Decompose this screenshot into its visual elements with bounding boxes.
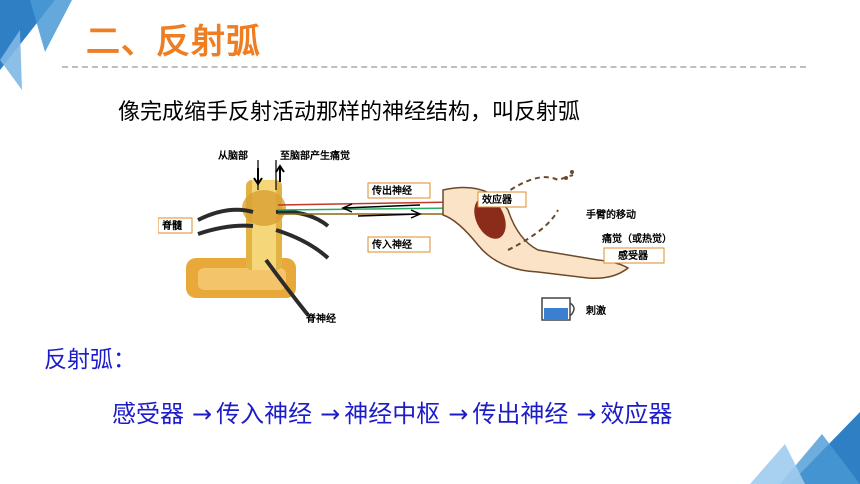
label-receptor-type: 痛觉（或热觉） xyxy=(601,232,672,245)
definition-text: 像完成缩手反射活动那样的神经结构，叫反射弧 xyxy=(118,100,581,125)
chain-effector: 效应器 xyxy=(600,400,673,428)
label-from-brain: 从脑部 xyxy=(218,150,248,162)
arm-illustration xyxy=(442,170,630,280)
label-arm-movement: 手臂的移动 xyxy=(586,208,636,221)
corner-decoration-bottom-right xyxy=(750,412,860,484)
reflex-arc-diagram: 从脑部 至脑部产生痛觉 脊髓 传出神经 传入神经 效应器 手臂的移动 痛觉（或热… xyxy=(157,149,718,325)
chain-arrow: → xyxy=(448,400,469,428)
title-divider xyxy=(62,66,806,68)
label-effector: 效应器 xyxy=(482,193,513,206)
chain-arrow: → xyxy=(320,400,341,428)
chain-efferent-nerve: 传出神经 xyxy=(472,400,569,428)
label-spinal-nerve: 脊神经 xyxy=(305,312,336,325)
label-stimulus: 刺激 xyxy=(585,304,606,317)
chain-receptor: 感受器 xyxy=(112,400,184,428)
slide-title: 二、反射弧 xyxy=(86,22,261,62)
label-spinal-cord: 脊髓 xyxy=(161,219,183,232)
label-to-brain: 至脑部产生痛觉 xyxy=(280,150,350,162)
chain-nerve-center: 神经中枢 xyxy=(344,400,441,428)
reflex-arc-heading: 反射弧： xyxy=(44,347,136,373)
reflex-arc-chain: 感受器→传入神经→神经中枢→传出神经→效应器 xyxy=(112,394,672,429)
corner-decoration-top-left xyxy=(0,0,72,90)
hot-water-cup xyxy=(541,297,575,321)
label-efferent-nerve: 传出神经 xyxy=(371,184,412,197)
chain-arrow: → xyxy=(192,400,213,428)
label-receptor: 感受器 xyxy=(618,249,649,262)
chain-afferent-nerve: 传入神经 xyxy=(216,400,313,428)
spinal-cord-illustration xyxy=(186,160,330,317)
chain-arrow: → xyxy=(576,400,597,428)
label-afferent-nerve: 传入神经 xyxy=(371,238,412,251)
